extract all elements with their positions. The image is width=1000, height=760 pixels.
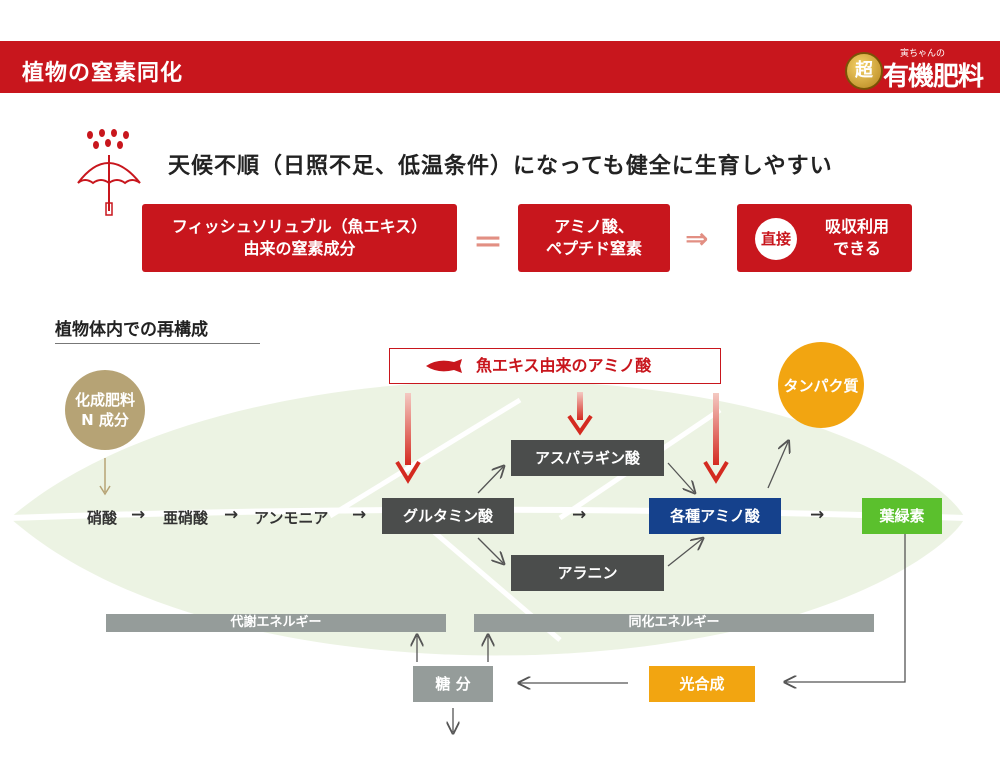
- direct-absorb-line1: 吸収利用: [824, 217, 889, 236]
- implies-arrow: ⇒: [685, 222, 709, 255]
- fish-icon: [426, 359, 462, 373]
- chemical-fertilizer-circle: 化成肥料 N 成分: [65, 370, 145, 450]
- amino-acids-box: 各種アミノ酸: [649, 498, 781, 534]
- protein-circle: タンパク質: [778, 342, 864, 428]
- flow-arrow-3: →: [352, 505, 367, 525]
- nitrite-label: 亜硝酸: [163, 509, 209, 527]
- photosynthesis-box: 光合成: [649, 666, 755, 702]
- brand-logo: 超 寅ちゃんの 有機肥料: [845, 44, 995, 92]
- headline-text: 天候不順（日照不足、低温条件）になっても健全に生育しやすい: [168, 154, 833, 179]
- amino-peptide-line2: ペプチド窒素: [545, 239, 642, 258]
- header-bar: [0, 41, 1000, 93]
- ammonia-label: アンモニア: [254, 509, 329, 527]
- logo-badge: [845, 52, 883, 90]
- glutamic-acid-box: グルタミン酸: [382, 498, 514, 534]
- metabolic-energy-bar: 代謝エネルギー: [106, 614, 446, 632]
- flow-arrow-2: →: [224, 505, 239, 525]
- logo-small-text: 寅ちゃんの: [900, 49, 946, 59]
- protein-label: タンパク質: [783, 376, 859, 395]
- direct-absorb-box: 直接 吸収利用 できる: [737, 204, 912, 272]
- amino-peptide-box: アミノ酸、 ペプチド窒素: [518, 204, 670, 272]
- chemical-fertilizer-line1: 化成肥料: [74, 391, 135, 409]
- fish-amino-label-box: 魚エキス由来のアミノ酸: [389, 348, 721, 384]
- logo-main-text: 有機肥料: [883, 62, 984, 92]
- fish-soluble-line1: フィッシュソリュブル（魚エキス）: [171, 217, 428, 236]
- chlorophyll-box: 葉緑素: [862, 498, 942, 534]
- chemical-fertilizer-line2: N 成分: [81, 411, 129, 429]
- section-title: 植物体内での再構成: [55, 320, 208, 340]
- section-underline: [55, 343, 260, 344]
- sugar-box: 糖 分: [413, 666, 493, 702]
- logo-badge-text: 超: [855, 60, 873, 81]
- flow-arrow-5: →: [810, 505, 825, 525]
- nitrate-label: 硝酸: [87, 509, 118, 527]
- fish-soluble-box: フィッシュソリュブル（魚エキス） 由来の窒素成分: [142, 204, 457, 272]
- amino-peptide-line1: アミノ酸、: [554, 217, 634, 236]
- equals-sign: ＝: [473, 226, 503, 261]
- page-title: 植物の窒素同化: [22, 61, 184, 86]
- direct-absorb-line2: できる: [833, 239, 881, 258]
- direct-badge: 直接: [755, 218, 797, 260]
- flow-arrow-4: →: [572, 505, 587, 525]
- fish-amino-label: 魚エキス由来のアミノ酸: [476, 356, 652, 375]
- assimilation-energy-bar: 同化エネルギー: [474, 614, 874, 632]
- alanine-box: アラニン: [511, 555, 664, 591]
- umbrella-rain-icon: [77, 129, 141, 216]
- asparagine-box: アスパラギン酸: [511, 440, 664, 476]
- flow-arrow-1: →: [131, 505, 146, 525]
- fish-soluble-line2: 由来の窒素成分: [243, 239, 356, 258]
